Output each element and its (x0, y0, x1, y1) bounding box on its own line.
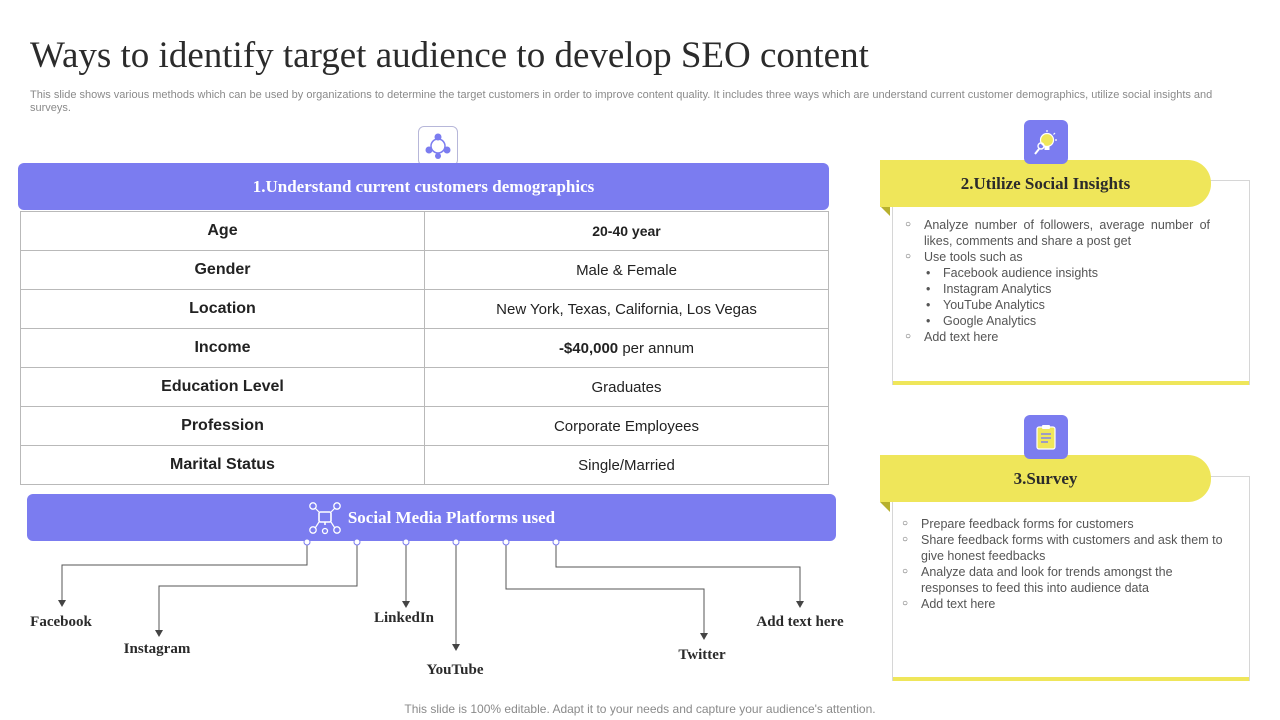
tool-item: Instagram Analytics (924, 281, 1210, 297)
list-item-text: Use tools such as (924, 250, 1023, 264)
row-label: Age (20, 211, 425, 251)
section3-tab: 3.Survey (880, 455, 1211, 502)
section3-bottom-bar (893, 677, 1249, 681)
list-item: Prepare feedback forms for customers (902, 516, 1232, 532)
list-item: Analyze data and look for trends amongst… (902, 564, 1232, 596)
table-row: Age 20-40 year (20, 211, 829, 251)
section3-heading: Survey (1026, 468, 1078, 488)
section2-heading: Utilize Social Insights (973, 173, 1131, 193)
row-value: -$40,000 per annum (424, 328, 829, 368)
list-item: Add text here (905, 329, 1210, 345)
section3-tab-fold (880, 502, 890, 512)
section2-list: Analyze number of followers, average num… (905, 217, 1210, 345)
row-label: Profession (20, 406, 425, 446)
income-suffix: per annum (618, 339, 695, 357)
table-row: Income -$40,000 per annum (20, 328, 829, 368)
footer-note: This slide is 100% editable. Adapt it to… (404, 702, 876, 716)
section1-banner: 1.Understand current customers demograph… (18, 163, 829, 210)
demographics-table: Age 20-40 year Gender Male & Female Loca… (20, 211, 829, 485)
row-label: Education Level (20, 367, 425, 407)
section2-tab-fold (880, 206, 890, 216)
tool-item: Facebook audience insights (924, 265, 1210, 281)
section2-tab: 2.Utilize Social Insights (880, 160, 1211, 207)
table-row: Location New York, Texas, California, Lo… (20, 289, 829, 329)
row-value: Corporate Employees (424, 406, 829, 446)
row-value: Male & Female (424, 250, 829, 290)
platforms-heading: Social Media Platforms used (347, 507, 556, 527)
section1-number: 1. (252, 176, 266, 196)
row-value: Single/Married (424, 445, 829, 485)
row-value: New York, Texas, California, Los Vegas (424, 289, 829, 329)
row-label: Gender (20, 250, 425, 290)
tools-list: Facebook audience insights Instagram Ana… (924, 265, 1210, 329)
platform-instagram: Instagram (123, 641, 191, 657)
tool-item: Google Analytics (924, 313, 1210, 329)
platform-youtube: YouTube (426, 662, 484, 678)
table-row: Marital Status Single/Married (20, 445, 829, 485)
income-amount: -$40,000 (558, 339, 619, 357)
row-label: Location (20, 289, 425, 329)
tool-item: YouTube Analytics (924, 297, 1210, 313)
row-value: Graduates (424, 367, 829, 407)
platforms-banner: Social Media Platforms used (27, 494, 836, 541)
list-item: Analyze number of followers, average num… (905, 217, 1210, 249)
row-label: Income (20, 328, 425, 368)
row-label: Marital Status (20, 445, 425, 485)
table-row: Gender Male & Female (20, 250, 829, 290)
people-network-icon (418, 126, 458, 166)
section3-list: Prepare feedback forms for customers Sha… (902, 516, 1232, 612)
social-media-icon (308, 501, 342, 535)
platform-twitter: Twitter (678, 647, 726, 663)
clipboard-icon (1024, 415, 1068, 459)
platform-linkedin: LinkedIn (373, 610, 435, 626)
platform-add-text: Add text here (756, 614, 844, 630)
table-row: Profession Corporate Employees (20, 406, 829, 446)
section2-bottom-bar (893, 381, 1249, 385)
section3-number: 3. (1013, 468, 1027, 488)
platform-facebook: Facebook (30, 614, 92, 630)
section2-number: 2. (960, 173, 974, 193)
list-item: Share feedback forms with customers and … (902, 532, 1232, 564)
section1-heading: Understand current customers demographic… (265, 176, 595, 196)
table-row: Education Level Graduates (20, 367, 829, 407)
lightbulb-gear-icon (1024, 120, 1068, 164)
page-title: Ways to identify target audience to deve… (30, 35, 869, 76)
page-subtitle: This slide shows various methods which c… (30, 89, 1213, 114)
list-item: Add text here (902, 596, 1232, 612)
row-value: 20-40 year (424, 211, 829, 251)
list-item: Use tools such as Facebook audience insi… (905, 249, 1210, 329)
